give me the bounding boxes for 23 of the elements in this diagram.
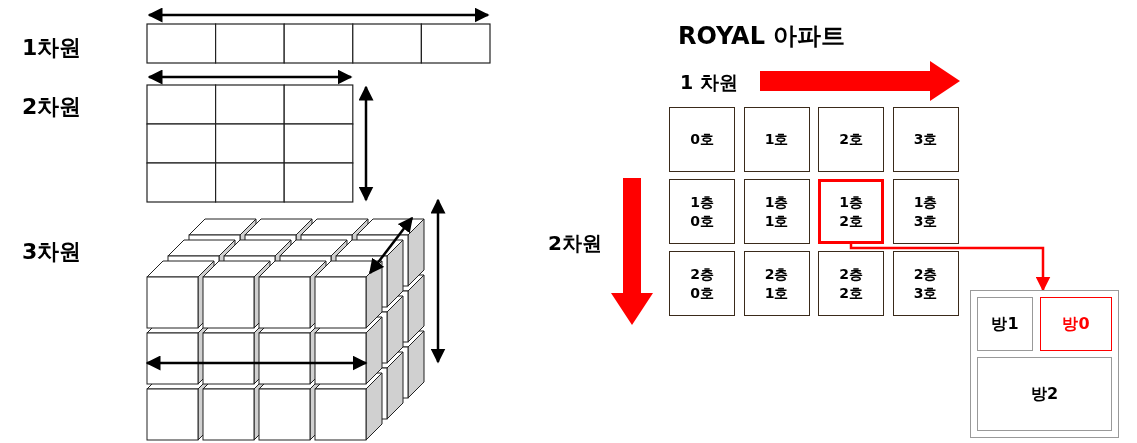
heading: ROYAL 아파트 [678,21,846,52]
connector-arrow [849,244,1051,292]
room-box: 방1 [977,297,1033,351]
room-cell: 0호 [669,107,735,172]
room-cell: 2호 [818,107,884,172]
room-cell: 1층 2호 [818,179,884,244]
dimension-label: 1차원 [22,34,82,62]
room-cell: 1층 3호 [892,179,959,244]
dimension-label: 1 차원 [680,70,738,95]
room-cell: 2층 3호 [892,251,959,316]
room-cell: 1층 0호 [669,179,735,244]
room-cell: 1호 [743,107,810,172]
dimension-label: 2차원 [548,230,602,257]
dimension-label: 3차원 [22,238,82,266]
room-box: 방2 [977,357,1112,431]
room-cell: 1층 1호 [743,179,810,244]
room-cell: 2층 0호 [669,251,735,316]
room-cell: 3호 [892,107,959,172]
floor-plan-box [970,290,1119,438]
dimension-label: 2차원 [22,93,82,121]
room-cell: 2층 1호 [743,251,810,316]
room-cell: 2층 2호 [818,251,884,316]
room-box: 방0 [1040,297,1112,351]
